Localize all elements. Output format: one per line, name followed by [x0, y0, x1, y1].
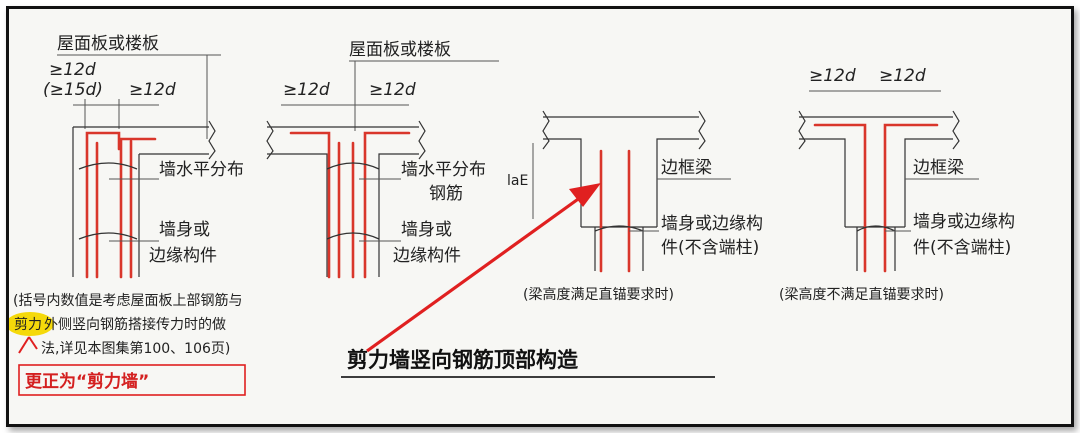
- detail-b-horizontal-label-1: 墙水平分布: [401, 160, 486, 180]
- correction-text: 更正为“剪力墙”: [25, 371, 149, 392]
- detail-b-horizontal-bars: [326, 162, 380, 240]
- detail-b-slab-label: 屋面板或楼板: [349, 40, 451, 60]
- detail-b-body-label-1: 墙身或: [401, 220, 452, 240]
- detail-a-dim-15d: (≥15d): [43, 80, 103, 100]
- detail-a-dim-12d: ≥12d: [49, 60, 96, 80]
- detail-d-dim-right: ≥12d: [879, 66, 926, 86]
- detail-b-dim-right: ≥12d: [369, 80, 416, 100]
- diagram-canvas: 屋面板或楼板 ≥12d (≥15d) ≥12d 墙水平分布 墙身或 边缘构件 屋…: [9, 34, 1015, 396]
- detail-a-slab-label: 屋面板或楼板: [57, 34, 159, 54]
- detail-c-wall-label-1: 墙身或边缘构: [661, 214, 763, 234]
- detail-d-rebar-left: [813, 123, 867, 273]
- note-line-3: 法,详见本图集第100、106页): [41, 340, 230, 357]
- detail-b-horizontal-label-2: 钢筋: [429, 184, 463, 204]
- detail-b-dim-left: ≥12d: [283, 80, 330, 100]
- detail-d-wall-label-2: 件(不含端柱): [913, 238, 1011, 258]
- detail-d: ≥12d ≥12d 边框梁 墙身或边缘构 件(不含端柱) (梁高度不满足直锚要求…: [779, 66, 1015, 303]
- detail-c-wall-label-2: 件(不含端柱): [661, 238, 759, 258]
- detail-c-outline: [542, 110, 706, 271]
- highlight-ellipse: [9, 312, 54, 336]
- note-highlight: 剪力: [14, 317, 42, 333]
- detail-a-horizontal-bars: [78, 162, 138, 240]
- detail-c-lae-label: laE: [507, 173, 528, 189]
- note-line-2: 外侧竖向钢筋搭接传力时的做: [44, 316, 226, 333]
- detail-a-outline: [72, 120, 216, 277]
- correction-pointer: [18, 336, 38, 354]
- detail-a: 屋面板或楼板 ≥12d (≥15d) ≥12d 墙水平分布 墙身或 边缘构件: [43, 34, 244, 279]
- detail-d-caption: (梁高度不满足直锚要求时): [779, 286, 944, 303]
- detail-d-dim-left: ≥12d: [809, 66, 856, 86]
- detail-d-horizontal-bars: [856, 225, 896, 232]
- diagram-title: 剪力墙竖向钢筋顶部构造: [347, 348, 579, 372]
- detail-a-body-label-1: 墙身或: [159, 220, 210, 240]
- detail-a-horizontal-label: 墙水平分布: [159, 160, 244, 180]
- detail-c-horizontal-bars: [594, 225, 644, 232]
- detail-b-outline: [266, 120, 426, 277]
- detail-c-beam-label: 边框梁: [661, 158, 712, 178]
- figure-frame: 屋面板或楼板 ≥12d (≥15d) ≥12d 墙水平分布 墙身或 边缘构件 屋…: [6, 6, 1074, 427]
- arrow-shaft: [366, 195, 582, 353]
- detail-b-rebar-right: [363, 131, 411, 279]
- detail-a-body-label-2: 边缘构件: [149, 246, 217, 266]
- detail-b-body-label-2: 边缘构件: [393, 246, 461, 266]
- detail-d-wall-label-1: 墙身或边缘构: [913, 212, 1015, 232]
- detail-d-rebar-right: [883, 123, 939, 273]
- detail-a-rebar-outer: [85, 131, 121, 279]
- arrow-head: [569, 183, 601, 207]
- detail-d-beam-label: 边框梁: [913, 158, 964, 178]
- red-arrow: [366, 183, 601, 353]
- detail-b: 屋面板或楼板 ≥12d ≥12d 墙水平分布 钢筋 墙身或 边缘构件: [266, 40, 499, 279]
- detail-a-dim-12d-right: ≥12d: [129, 80, 176, 100]
- note-line-1: (括号内数值是考虑屋面板上部钢筋与: [13, 292, 242, 309]
- correction-box: [18, 364, 246, 396]
- detail-a-rebar-inner2: [119, 137, 157, 279]
- note-block: (括号内数值是考虑屋面板上部钢筋与 剪力 外侧竖向钢筋搭接传力时的做 法,详见本…: [9, 292, 246, 396]
- detail-b-rebar-left: [289, 131, 331, 279]
- detail-d-outline: [798, 110, 960, 271]
- detail-c-caption: (梁高度满足直锚要求时): [523, 286, 674, 303]
- detail-c: laE 边框梁 墙身或边缘构 件(不含端柱) (梁高度满足直锚要求时): [507, 110, 763, 303]
